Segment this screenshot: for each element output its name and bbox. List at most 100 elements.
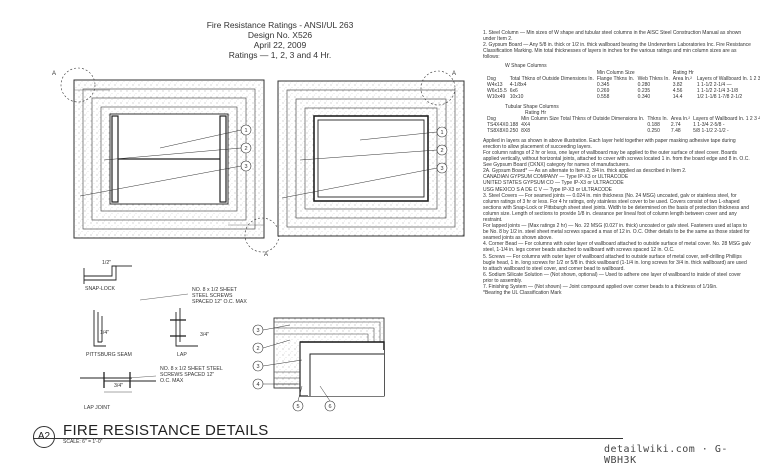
w-table-row-cell: 4-1/8x4 (509, 81, 527, 88)
w-table-row-cell: 0.280 (637, 81, 651, 88)
note-paragraph: For column ratings of 2 hr or less, one … (483, 149, 750, 163)
svg-text:5: 5 (296, 404, 299, 410)
w-table-row-cell: 0.345 (596, 81, 610, 88)
w-table-row-cell: 10x10 (509, 93, 524, 100)
w-table-row-cell: 1/2 1-1/8 1-7/8 2-1/2 (696, 93, 743, 100)
w-table-row-cell: 6x6 (509, 87, 518, 94)
w-table-header-row-cell: Area In.² (672, 75, 692, 82)
callout-1-left: 1 (244, 128, 247, 134)
callout-1-right: 1 (440, 130, 443, 136)
w-table-row-cell: 0.558 (596, 93, 610, 100)
pitt-dim: 1/4" (100, 330, 110, 336)
callout-a-left-2: A (264, 252, 268, 258)
note-paragraph: UNITED STATES GYPSUM CO — Type IP-X3 or … (483, 180, 624, 187)
w-table-header-row: Min Column Size Rating Hr (487, 70, 760, 76)
t-table-header-row-cell: Thkns In. (647, 115, 668, 122)
w-table-title: W Shape Columns (505, 63, 547, 70)
w-table-header-row-cell: Layers of Wallboard In. 1 2 3 4 (696, 75, 760, 82)
t-table-row-cell: 5/8 1-1/2 2-1/2 - (693, 127, 729, 134)
title-underline (33, 438, 623, 439)
callout-3-right: 3 (440, 166, 443, 172)
right-column-section: A (277, 70, 465, 237)
watermark: detailwiki.com · G-WBH3K (604, 444, 728, 466)
t-table-row-cell: 2.74 (670, 121, 681, 128)
w-table-header-row-cell: Web Thkns In. (637, 75, 670, 82)
t-table-row-cell: 4X4 (521, 121, 531, 128)
svg-text:4: 4 (256, 382, 259, 388)
notes-column: 1. Steel Column — Min sizes of W shape a… (483, 30, 760, 296)
note-2: 2. Gypsum Board — Any 5/8 in. thick or 1… (483, 42, 751, 61)
t-table-row-cell: TS8X8X0.250 (487, 127, 519, 134)
w-table-row-cell: 1 1-1/2 2-1/4 — (696, 81, 732, 88)
corner-callouts: 3 2 3 4 5 6 (252, 324, 336, 412)
callout-a-right: A (452, 71, 456, 77)
drawing-title: FIRE RESISTANCE DETAILS (63, 422, 269, 439)
svg-text:3: 3 (256, 364, 259, 370)
t-table-row-cell: 0.250 (647, 127, 660, 134)
note-paragraph: 2A. Gypsum Board* — As an alternate to I… (483, 168, 687, 175)
screws-note-1: NO. 8 x 1/2 SHEET STEEL SCREWS SPACED 12… (192, 287, 247, 305)
lap-joint-dim: 3/4" (114, 383, 124, 389)
title-line-4: Ratings — 1, 2, 3 and 4 Hr. (228, 50, 332, 60)
note-1: 1. Steel Column — Min sizes of W shape a… (483, 30, 742, 43)
lap-dim: 3/4" (200, 332, 210, 338)
w-table-row-cell: W6x15.5 (487, 87, 507, 94)
w-table-row-cell: 1 1-1/2 2-1/4 3-1/8 (696, 87, 738, 94)
w-table-header-row-cell: Flange Thkns In. (596, 75, 635, 82)
note-paragraph: For lapped joints — (Max ratings 2 hr) —… (483, 223, 750, 242)
snap-lock-label: SNAP-LOCK (85, 286, 115, 292)
w-table-row-cell: 0.235 (637, 87, 651, 94)
lap-joint-label: LAP JOINT (84, 405, 111, 411)
w-table-row-cell: 0.269 (596, 87, 610, 94)
lap-joint-detail (80, 372, 156, 393)
note-paragraph: 7. Finishing System — (Not shown) — Join… (483, 284, 718, 290)
svg-text:3: 3 (256, 328, 259, 334)
body-notes: Applied in layers as shown in above illu… (483, 138, 751, 296)
title-line-1: Fire Resistance Ratings - ANSI/UL 263 (206, 20, 354, 30)
note-paragraph: 4. Corner Bead — For columns with outer … (483, 241, 751, 254)
callout-2-right: 2 (440, 148, 443, 154)
title-block: Fire Resistance Ratings - ANSI/UL 263 De… (190, 20, 370, 60)
callout-2-left: 2 (244, 146, 247, 152)
note-paragraph: 6. Sodium Silicate Solution — (Not shown… (483, 271, 741, 284)
lap-label: LAP (177, 352, 187, 358)
note-paragraph: USG MEXICO S A DE C V — Type IP-X3 or UL… (483, 186, 613, 193)
title-line-2: Design No. X526 (247, 30, 313, 40)
snap-dim: 1/2" (102, 260, 112, 266)
t-table-row-cell: 7.48 (670, 127, 681, 134)
t-table-row-cell: 8X8 (521, 127, 531, 134)
w-table-row-cell: W4x13 (487, 81, 503, 88)
w-table-row-cell: 14.4 (672, 93, 683, 100)
sheet-number: A2 (33, 426, 55, 448)
callout-a-left-1: A (52, 71, 56, 77)
note-paragraph: 3. Steel Covers — For seamed joints — 0.… (483, 192, 749, 223)
screws-note-2: NO. 8 x 1/2 SHEET STEEL SCREWS SPACED 12… (160, 366, 223, 384)
t-table-header-row-cell: Area In.² (670, 115, 691, 122)
w-table-row-cell: 4.56 (672, 87, 683, 94)
t-table-title: Tubular Shape Columns (505, 103, 559, 110)
callout-3-left: 3 (244, 164, 247, 170)
title-line-3: April 22, 2009 (253, 40, 307, 50)
w-table-row-cell: 3.82 (672, 81, 683, 88)
w-table-row-cell: W10x49 (487, 93, 506, 100)
t-table-header-row-cell: Layers of Wallboard In. 1 2 3 4 (693, 115, 760, 122)
note-paragraph: CANADIAN GYPSUM COMPANY — Type IP-X3 or … (483, 174, 629, 181)
t-table-row-cell: 1 1-3/4 2-5/8 - (693, 121, 725, 128)
w-table-header-row-cell: Min Column Size (596, 69, 635, 76)
pittsburgh-label: PITTSBURG SEAM (86, 352, 132, 358)
t-table-row-cell: 0.188 (647, 121, 660, 128)
left-column-section: A A (52, 67, 280, 258)
callouts-middle: 1 2 3 1 2 3 (79, 124, 448, 199)
w-table-row-cell: 0.340 (637, 93, 651, 100)
pittsburgh-seam-detail (93, 310, 106, 347)
drawing-scale: SCALE: 6" = 1'-0" (63, 439, 103, 445)
note-paragraph: 5. Screws — For columns with outer layer… (483, 253, 747, 272)
lap-detail (170, 308, 198, 347)
w-table-header-row-cell: Rating Hr (672, 69, 694, 76)
